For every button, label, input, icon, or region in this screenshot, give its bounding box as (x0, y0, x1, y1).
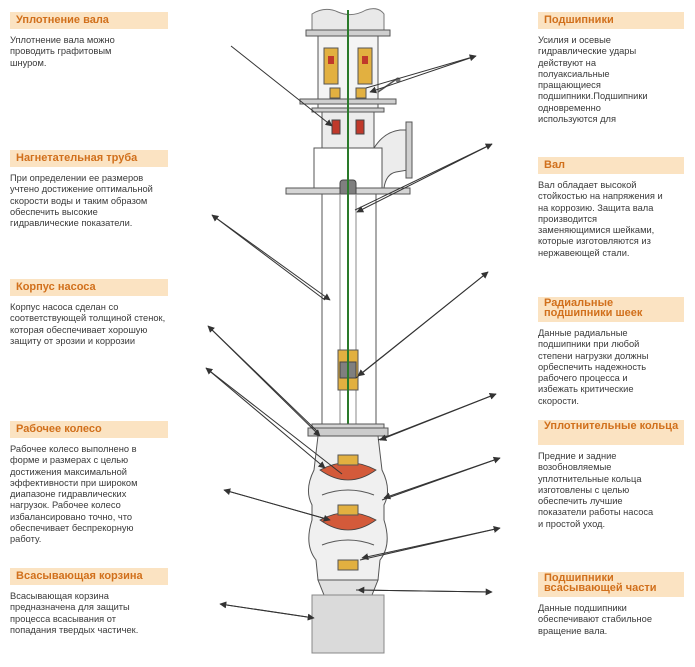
callout-text: Рабочее колесо выполнено в форме и разме… (10, 444, 160, 546)
callout-title: Уплотнение вала (10, 12, 168, 29)
callout-text: Предние и задние возобновляемые уплотнит… (538, 451, 660, 530)
callout-title: Нагнетательная труба (10, 150, 168, 167)
callout-title: Подшипники (538, 12, 684, 29)
suction-strainer (312, 595, 384, 653)
callout-text: При определении ее размеров учтено дости… (10, 173, 166, 229)
callout-text: Усилия и осевые гидравлические удары дей… (538, 35, 660, 125)
callout-suction-strainer: Всасывающая корзина Всасывающая корзина … (10, 568, 170, 636)
callout-title: Всасывающая корзина (10, 568, 168, 585)
callout-title: Уплотнительные кольца (538, 420, 684, 445)
callout-suction-bearings: Подшипники всасывающей части Данные подш… (538, 572, 688, 637)
callout-seal-rings: Уплотнительные кольца Предние и задние в… (538, 420, 688, 530)
callout-title: Радиальные подшипники шеек (538, 297, 684, 322)
callout-discharge-pipe: Нагнетательная труба При определении ее … (10, 150, 170, 229)
callout-text: Уплотнение вала можно проводить графитов… (10, 35, 134, 69)
callout-text: Данные подшипники обеспечивают стабильно… (538, 603, 668, 637)
callout-title: Вал (538, 157, 684, 174)
callout-text: Корпус насоса сделан со соответствующей … (10, 302, 166, 347)
callout-text: Всасывающая корзина предназначена для за… (10, 591, 150, 636)
callout-shaft: Вал Вал обладает высокой стойкостью на н… (538, 157, 688, 259)
callout-shaft-seal: Уплотнение вала Уплотнение вала можно пр… (10, 12, 170, 69)
callout-text: Данные радиальные подшипники при любой с… (538, 328, 668, 407)
callout-impeller: Рабочее колесо Рабочее колесо выполнено … (10, 421, 170, 546)
callout-radial-bearings: Радиальные подшипники шеек Данные радиал… (538, 297, 688, 407)
callout-title: Рабочее колесо (10, 421, 168, 438)
callout-pump-casing: Корпус насоса Корпус насоса сделан со со… (10, 279, 170, 347)
callout-title: Подшипники всасывающей части (538, 572, 684, 597)
callout-bearings: Подшипники Усилия и осевые гидравлически… (538, 12, 688, 125)
callout-title: Корпус насоса (10, 279, 168, 296)
callout-text: Вал обладает высокой стойкостью на напря… (538, 180, 666, 259)
